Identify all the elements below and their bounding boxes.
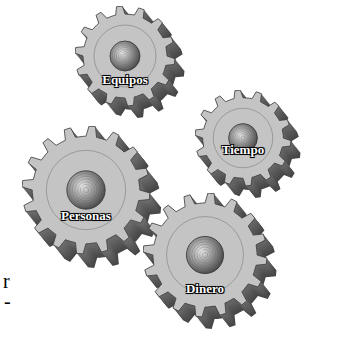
gear: Equipos [75, 6, 191, 122]
gear: Dinero [143, 193, 283, 333]
gear: Tiempo [195, 90, 307, 202]
gear-label: Dinero [186, 281, 224, 297]
gear-shape [75, 6, 191, 122]
gear-label: Equipos [102, 72, 148, 88]
gear-label: Tiempo [222, 142, 264, 158]
gear-shape [143, 193, 283, 333]
gear-label: Personas [61, 208, 111, 224]
text-fragment: r [3, 270, 10, 293]
text-fragment: - [4, 290, 11, 313]
